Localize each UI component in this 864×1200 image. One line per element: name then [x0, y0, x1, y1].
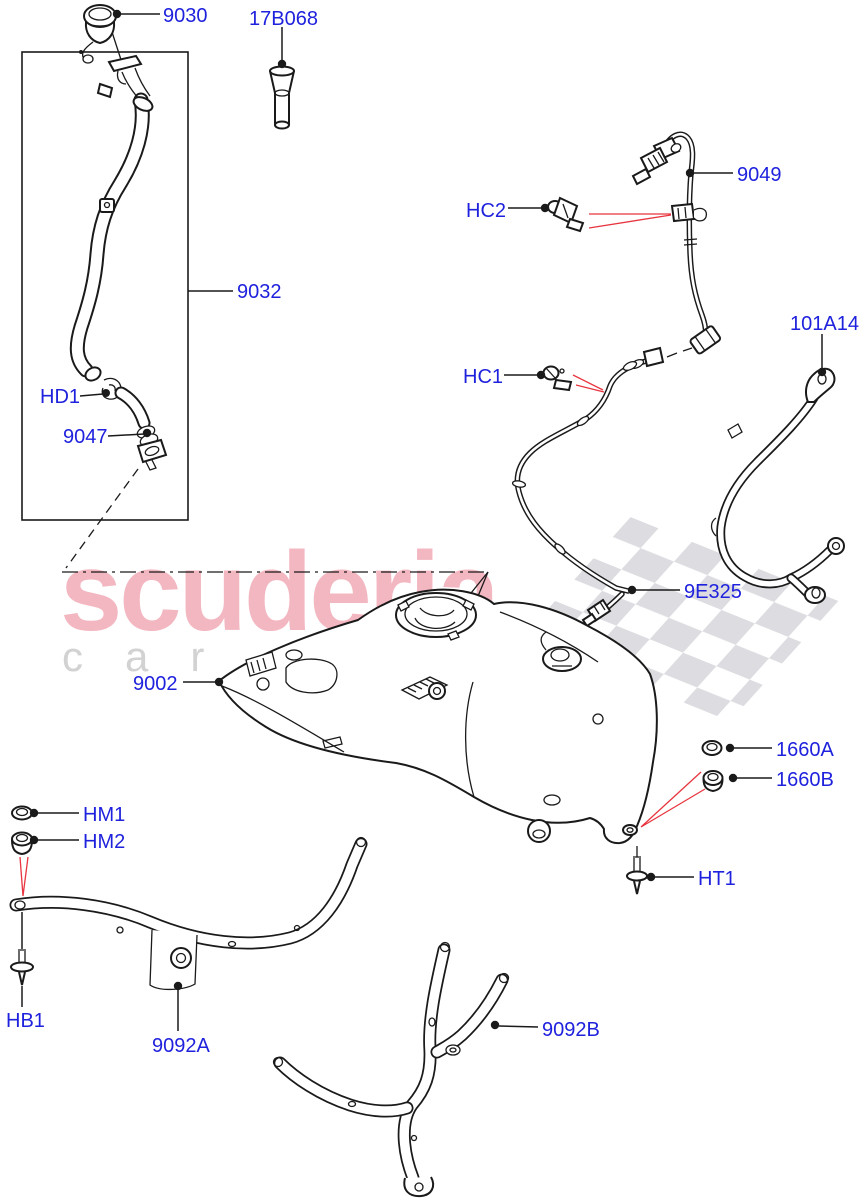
fuel-vapour-tube-9049	[631, 131, 722, 358]
label-hb1[interactable]: HB1	[6, 1010, 45, 1032]
label-101a14[interactable]: 101A14	[790, 313, 859, 335]
tube-clip-hc1	[542, 365, 573, 392]
tank-strap-9092b	[272, 941, 510, 1198]
label-17b068[interactable]: 17B068	[249, 8, 318, 30]
watermark-checkered-flag	[522, 517, 839, 722]
fuel-tube-9e325	[511, 346, 665, 643]
label-9047[interactable]: 9047	[63, 426, 108, 448]
label-ht1[interactable]: HT1	[698, 868, 736, 890]
bolt-ht1	[626, 846, 648, 895]
filler-pipe-detail-box	[21, 51, 189, 521]
label-hm2[interactable]: HM2	[83, 831, 125, 853]
centerlines	[62, 31, 489, 602]
label-9032[interactable]: 9032	[237, 281, 282, 303]
filler-funnel-17b068	[269, 65, 295, 130]
leader-lines	[21, 9, 827, 1031]
label-9002[interactable]: 9002	[133, 673, 178, 695]
fuel-filler-pipe-9032	[69, 54, 154, 382]
label-9030[interactable]: 9030	[163, 5, 208, 27]
label-9049[interactable]: 9049	[737, 164, 782, 186]
label-1660a[interactable]: 1660A	[776, 739, 834, 761]
label-hc1[interactable]: HC1	[463, 366, 503, 388]
label-9e325[interactable]: 9E325	[684, 581, 742, 603]
red-leader-lines	[19, 213, 706, 897]
bolt-hb1	[10, 949, 34, 986]
part-labels: 9030 17B068 9032 HD1 9047 HC2 9049 HC1 1…	[6, 5, 859, 1057]
label-hc2[interactable]: HC2	[466, 200, 506, 222]
breather-tube-101a14	[710, 367, 845, 604]
label-1660b[interactable]: 1660B	[776, 769, 834, 791]
grommet-hm1	[11, 805, 33, 821]
label-hd1[interactable]: HD1	[40, 386, 80, 408]
fuel-filler-cap-9030	[79, 4, 117, 64]
tank-strap-9092a	[9, 836, 368, 991]
label-9092a[interactable]: 9092A	[152, 1035, 210, 1057]
label-hm1[interactable]: HM1	[83, 804, 125, 826]
grommet-1660a	[701, 740, 723, 756]
fuel-tank-9002	[217, 588, 658, 845]
grommet-hm2	[11, 831, 33, 856]
label-9092b[interactable]: 9092B	[542, 1019, 600, 1041]
tube-clip-hc2	[547, 196, 585, 233]
grommet-1660b	[702, 770, 724, 793]
